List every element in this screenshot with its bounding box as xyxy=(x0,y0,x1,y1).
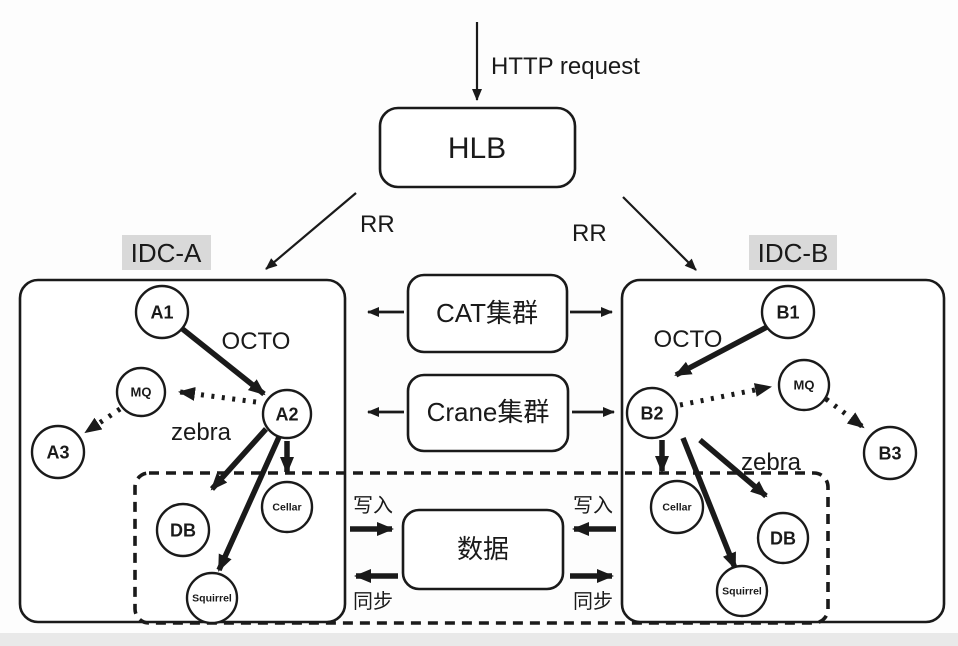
arrow-a1-to-a2 xyxy=(178,324,266,397)
arrow-mq-to-b3-dotted xyxy=(824,397,865,429)
node-a3: A3 xyxy=(30,424,86,480)
node-idc-a-db: DB xyxy=(155,502,211,558)
data-box xyxy=(401,508,565,591)
idc-a-title-bg xyxy=(122,235,211,270)
hlb-box xyxy=(378,106,577,189)
node-idc-a-squirrel-label: Squirrel xyxy=(192,593,232,605)
node-idc-a-mq-label: MQ xyxy=(131,385,152,400)
arrow-b2-to-mq-dotted xyxy=(679,383,772,408)
node-idc-b-cellar: Cellar xyxy=(649,479,705,535)
node-idc-b-mq-label: MQ xyxy=(794,378,815,393)
write-right-label: 写入 xyxy=(573,495,613,517)
node-a1: A1 xyxy=(134,284,190,340)
hlb-label: HLB xyxy=(448,132,506,165)
node-b3: B3 xyxy=(862,425,918,481)
node-b2: B2 xyxy=(625,386,679,440)
node-a2-label: A2 xyxy=(275,404,298,424)
footer-strip xyxy=(0,633,958,646)
node-idc-b-squirrel: Squirrel xyxy=(715,564,769,618)
cat-cluster-label: CAT集群 xyxy=(436,298,538,328)
node-a2: A2 xyxy=(261,388,313,440)
idc-b-title: IDC-B xyxy=(758,238,829,268)
sync-left-label: 同步 xyxy=(353,590,393,613)
arrow-b2-to-squirrel xyxy=(680,436,738,570)
node-a3-label: A3 xyxy=(46,442,69,462)
storage-layer-dashed-box xyxy=(133,471,830,625)
arrow-hlb-to-idc-b xyxy=(622,196,697,271)
arrow-mq-to-a3-dotted xyxy=(84,406,122,435)
idc-a-octo-label: OCTO xyxy=(222,328,291,355)
node-idc-a-cellar: Cellar xyxy=(260,480,314,534)
arrow-b2-to-db xyxy=(698,437,768,499)
node-b1: B1 xyxy=(760,284,816,340)
arrow-hlb-to-idc-a xyxy=(265,192,357,270)
crane-cluster-box xyxy=(406,373,570,453)
idc-b-box xyxy=(620,278,946,624)
node-a1-label: A1 xyxy=(150,302,173,322)
node-b1-label: B1 xyxy=(776,302,799,322)
crane-cluster-label: Crane集群 xyxy=(427,397,550,427)
node-idc-b-db-label: DB xyxy=(770,528,796,548)
cat-cluster-box xyxy=(406,273,569,354)
http-request-label: HTTP request xyxy=(491,53,640,80)
node-idc-a-squirrel: Squirrel xyxy=(185,571,239,625)
idc-b-zebra-label: zebra xyxy=(741,449,802,476)
arrow-a2-to-squirrel xyxy=(216,435,282,572)
node-idc-b-cellar-label: Cellar xyxy=(662,502,691,514)
node-idc-b-mq: MQ xyxy=(777,358,831,412)
rr-left-label: RR xyxy=(360,211,395,238)
arrow-a2-to-mq-dotted xyxy=(178,387,257,405)
arrow-b1-to-b2 xyxy=(674,324,769,378)
node-b3-label: B3 xyxy=(878,443,901,463)
rr-right-label: RR xyxy=(572,220,607,247)
node-b2-label: B2 xyxy=(640,403,663,423)
node-idc-b-db: DB xyxy=(756,511,810,565)
node-idc-a-cellar-label: Cellar xyxy=(272,502,301,514)
node-idc-a-db-label: DB xyxy=(170,520,196,540)
node-idc-b-squirrel-label: Squirrel xyxy=(722,586,762,598)
idc-a-zebra-label: zebra xyxy=(171,419,232,446)
sync-right-label: 同步 xyxy=(573,590,613,613)
idc-b-octo-label: OCTO xyxy=(654,326,723,353)
idc-a-title: IDC-A xyxy=(131,238,202,268)
write-left-label: 写入 xyxy=(353,495,393,517)
arrow-a2-to-db xyxy=(209,427,269,491)
node-idc-a-mq: MQ xyxy=(115,366,167,418)
data-box-label: 数据 xyxy=(457,534,509,564)
idc-b-title-bg xyxy=(749,235,837,270)
